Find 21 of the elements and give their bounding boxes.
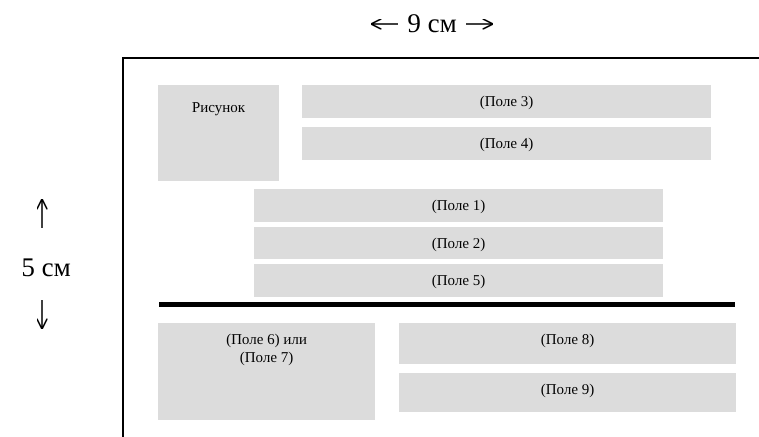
dimension-label: 5 см — [21, 252, 71, 283]
field-label: Рисунок — [192, 99, 246, 117]
field-label: (Поле 5) — [432, 272, 486, 290]
field-label: (Поле 2) — [432, 235, 486, 253]
field-label: (Поле 6) или (Поле 7) — [225, 331, 308, 367]
text-field — [254, 264, 663, 297]
field-label: (Поле 3) — [480, 93, 534, 111]
field-label: (Поле 9) — [540, 381, 594, 399]
card-outline — [122, 57, 759, 437]
image-field — [158, 85, 279, 181]
text-field — [158, 323, 375, 420]
text-field — [399, 373, 736, 412]
field-label: (Поле 8) — [540, 331, 594, 349]
field-label: (Поле 1) — [432, 197, 486, 215]
text-field — [254, 227, 663, 259]
text-field — [302, 127, 711, 160]
field-label: (Поле 4) — [480, 135, 534, 153]
text-field — [302, 85, 711, 118]
text-field — [399, 323, 736, 364]
dimension-label: 9 см — [407, 8, 457, 39]
text-field — [254, 189, 663, 222]
